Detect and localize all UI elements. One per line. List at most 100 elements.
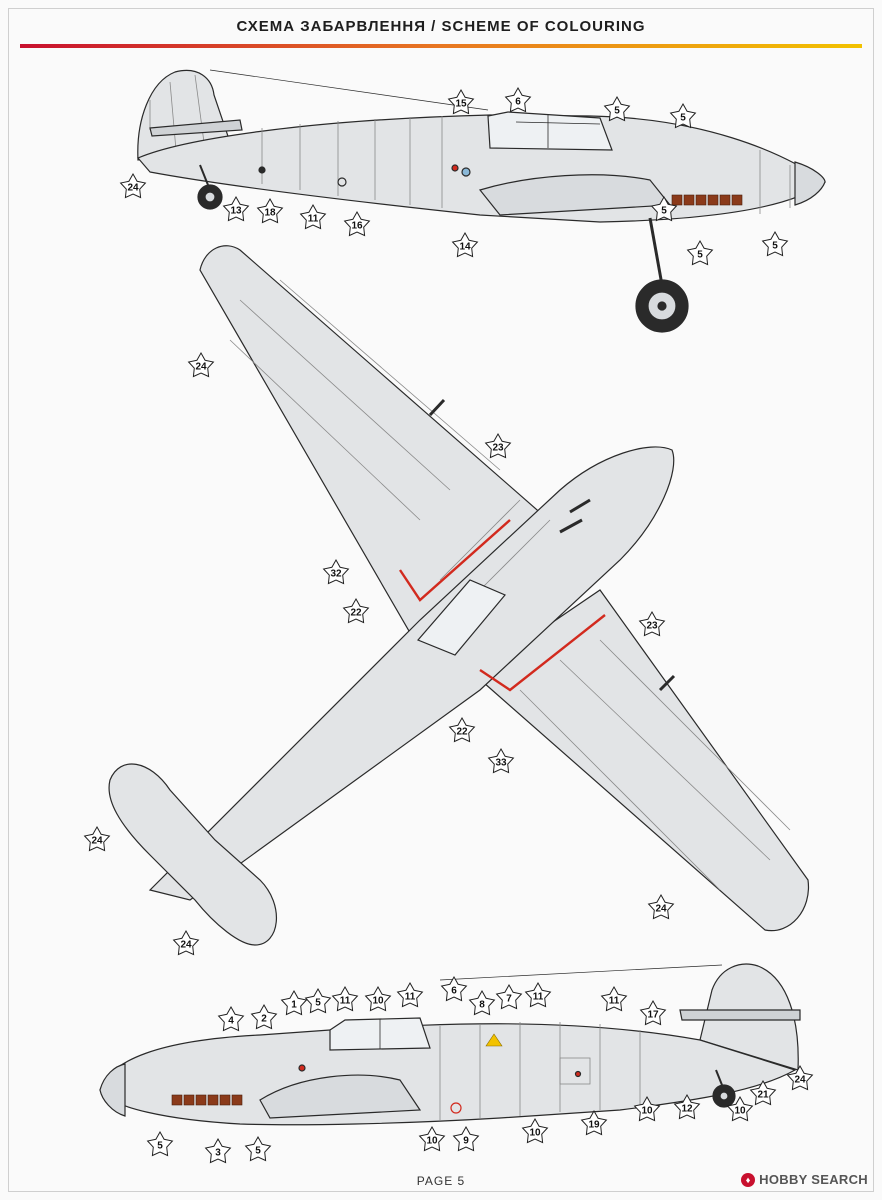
star-icon	[504, 86, 532, 113]
callout-star-top-view: 23	[484, 432, 512, 459]
callout-number: 5	[614, 106, 620, 117]
page-title: СХЕМА ЗАБАРВЛЕННЯ / SCHEME OF COLOURING	[236, 18, 646, 35]
callout-star-left-side-view: 5	[669, 102, 697, 129]
star-icon	[452, 1125, 480, 1152]
callout-star-right-side-view: 10	[364, 985, 392, 1012]
callout-number: 4	[228, 1016, 234, 1027]
star-icon	[600, 985, 628, 1012]
callout-star-right-side-view: 1	[280, 989, 308, 1016]
canopy	[487, 111, 613, 151]
callout-number: 5	[661, 206, 667, 217]
star-icon	[280, 989, 308, 1016]
callout-number: 23	[646, 621, 658, 632]
star-icon	[647, 893, 675, 920]
callout-number: 11	[533, 992, 544, 1003]
callout-star-right-side-view: 19	[580, 1109, 608, 1136]
top-view	[108, 245, 810, 946]
callout-star-left-side-view: 14	[451, 231, 479, 258]
page-frame	[8, 8, 874, 1192]
star-icon	[244, 1135, 272, 1162]
star-icon	[396, 981, 424, 1008]
callout-star-left-side-view: 6	[504, 86, 532, 113]
callout-star-top-view: 33	[487, 747, 515, 774]
page-footer: PAGE 5 ♦ HOBBY SEARCH	[0, 1170, 882, 1200]
fin-panel-lines	[149, 74, 206, 151]
right-fuselage-panel-lines	[439, 1022, 641, 1120]
tailplane	[108, 763, 278, 946]
right-spinner	[99, 1063, 126, 1117]
callout-star-right-side-view: 5	[244, 1135, 272, 1162]
callout-star-right-side-view: 17	[639, 999, 667, 1026]
callout-star-left-side-view: 5	[686, 239, 714, 266]
callout-star-right-side-view: 5	[304, 987, 332, 1014]
star-icon	[484, 432, 512, 459]
star-icon	[222, 195, 250, 222]
star-icon	[468, 989, 496, 1016]
callout-number: 10	[372, 996, 384, 1007]
star-icon	[250, 1003, 278, 1030]
page-header: СХЕМА ЗАБАРВЛЕННЯ / SCHEME OF COLOURING	[20, 14, 862, 48]
star-icon	[639, 999, 667, 1026]
callout-star-left-side-view: 13	[222, 195, 250, 222]
callout-number: 12	[681, 1104, 693, 1115]
callout-number: 7	[506, 994, 512, 1005]
blue-marker	[461, 167, 471, 177]
callout-star-right-side-view: 9	[452, 1125, 480, 1152]
callout-star-right-side-view: 4	[217, 1005, 245, 1032]
star-icon	[119, 172, 147, 199]
star-icon	[342, 597, 370, 624]
callout-number: 2	[261, 1014, 267, 1025]
callout-number: 5	[255, 1146, 261, 1157]
callout-star-right-side-view: 21	[749, 1079, 777, 1106]
callout-star-right-side-view: 11	[331, 985, 359, 1012]
horizontal-stabiliser	[149, 119, 243, 137]
callout-star-right-side-view: 3	[204, 1137, 232, 1164]
callout-star-left-side-view: 16	[343, 210, 371, 237]
star-icon	[299, 203, 327, 230]
star-icon	[521, 1117, 549, 1144]
callout-star-top-view: 24	[187, 351, 215, 378]
callout-star-right-side-view: 24	[786, 1064, 814, 1091]
star-icon	[440, 975, 468, 1002]
callout-star-right-side-view: 10	[521, 1117, 549, 1144]
fuselage-panel-lines	[261, 116, 791, 214]
callout-star-left-side-view: 18	[256, 197, 284, 224]
callout-number: 23	[492, 443, 504, 454]
wing-panel-lines	[229, 279, 791, 891]
callout-star-right-side-view: 2	[250, 1003, 278, 1030]
star-icon	[364, 985, 392, 1012]
lower-right-wing	[474, 589, 810, 932]
callout-number: 10	[426, 1136, 438, 1147]
callout-star-left-side-view: 5	[603, 95, 631, 122]
callout-star-top-view: 32	[322, 558, 350, 585]
callout-star-top-view: 22	[448, 716, 476, 743]
yellow-warning-triangle	[485, 1033, 503, 1047]
callout-star-right-side-view: 10	[726, 1095, 754, 1122]
star-icon	[669, 102, 697, 129]
callout-number: 24	[195, 362, 207, 373]
star-icon	[331, 985, 359, 1012]
star-icon	[580, 1109, 608, 1136]
colour-scheme-drawing: 2413181116151465555524233222232233242424…	[83, 69, 826, 1164]
star-icon	[451, 231, 479, 258]
walkway-line-lower	[479, 614, 606, 692]
callout-number: 15	[455, 99, 467, 110]
callout-star-left-side-view: 11	[299, 203, 327, 230]
walkway-line-upper	[399, 519, 511, 602]
callout-number: 5	[697, 250, 703, 261]
star-icon	[322, 558, 350, 585]
callout-star-right-side-view: 10	[418, 1125, 446, 1152]
antenna-wire	[209, 69, 489, 111]
star-icon	[761, 230, 789, 257]
callout-number: 3	[215, 1148, 221, 1159]
callout-number: 5	[157, 1141, 163, 1152]
star-icon	[686, 239, 714, 266]
left-side-view	[137, 69, 826, 333]
callout-star-right-side-view: 6	[440, 975, 468, 1002]
upper-left-wing	[199, 245, 561, 651]
right-side-view	[99, 963, 801, 1126]
star-icon	[256, 197, 284, 224]
callout-number: 5	[315, 998, 321, 1009]
exhaust-stubs	[671, 194, 743, 206]
